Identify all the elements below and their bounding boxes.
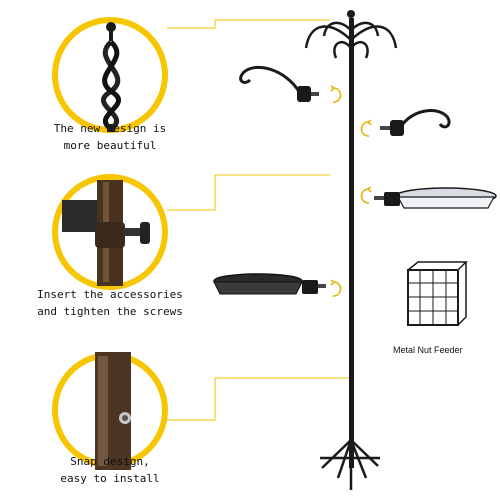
callout-connector-lines: [167, 19, 350, 421]
caption-accessories-line-1: Insert the accessories: [37, 288, 183, 301]
finial-detail-image: [101, 22, 121, 132]
hanger-arm-left: [239, 65, 319, 102]
mesh-feeder-tray: [213, 273, 326, 295]
metal-nut-feeder-label: Metal Nut Feeder: [393, 345, 463, 355]
caption-design-line-2: more beautiful: [63, 139, 157, 152]
caption-design: The new design is more beautiful: [30, 120, 190, 154]
clamp-detail-image: [62, 180, 150, 286]
caption-snap-line-1: Snap design,: [70, 455, 150, 468]
caption-accessories-line-2: and tighten the screws: [37, 305, 183, 318]
caption-design-line-1: The new design is: [53, 122, 167, 135]
snap-detail-image: [95, 352, 131, 470]
water-bowl: [374, 187, 497, 209]
hanger-arm-right: [380, 109, 451, 136]
metal-nut-feeder: [407, 261, 468, 326]
caption-snap-line-2: easy to install: [60, 472, 160, 485]
rotate-arrows: [330, 85, 372, 297]
shepherd-hook-pole: [304, 10, 398, 490]
caption-snap: Snap design, easy to install: [40, 453, 180, 487]
caption-accessories: Insert the accessories and tighten the s…: [25, 286, 195, 320]
